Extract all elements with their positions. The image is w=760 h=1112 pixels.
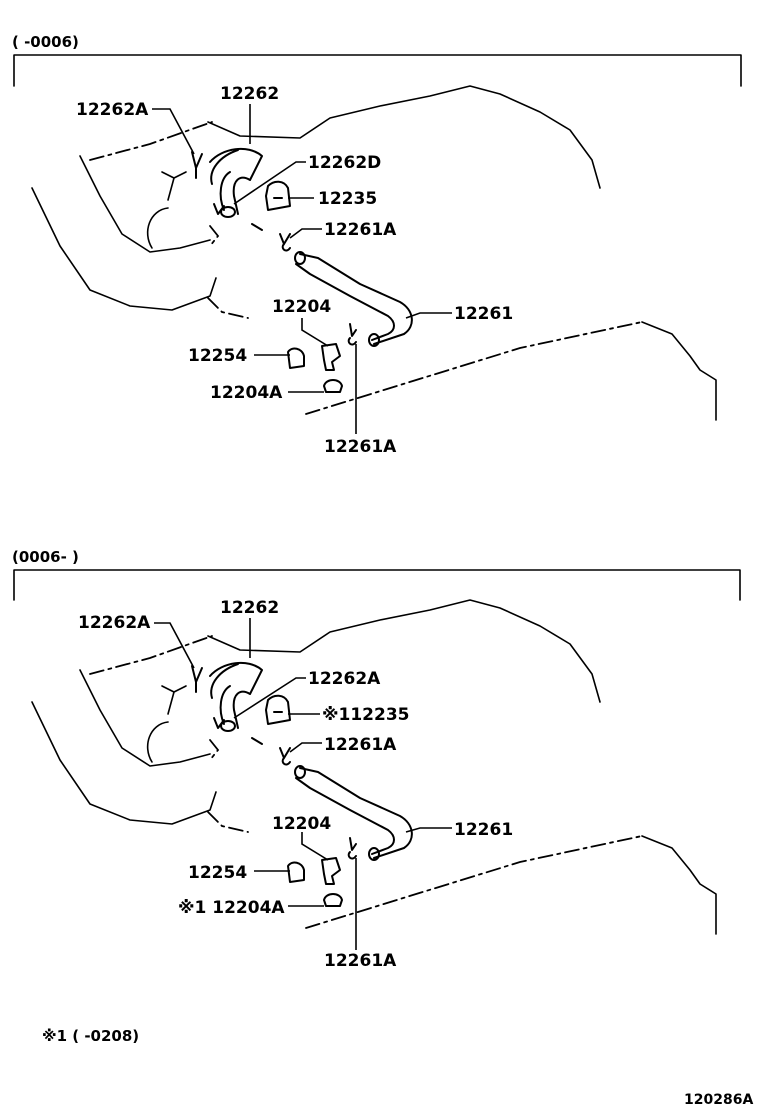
bracket-12235-2	[265, 694, 291, 725]
label-12254-2: 12254	[188, 863, 247, 883]
grommet-12204A-2	[323, 893, 343, 907]
section-1-bracket	[13, 54, 742, 87]
label-12235-2: ※112235	[322, 705, 410, 725]
label-12262A-right-2: 12262A	[308, 669, 381, 689]
clip-12261A-bottom-2	[347, 837, 357, 860]
hose-12262	[209, 147, 263, 218]
label-12261A-bottom: 12261A	[324, 437, 397, 457]
section-2: (0006- )	[12, 548, 741, 971]
footnote: ※1 ( -0208)	[42, 1027, 139, 1045]
engine-outline-2	[31, 599, 717, 935]
section-1-range: ( -0006)	[12, 33, 79, 51]
label-12261: 12261	[454, 304, 513, 324]
clip-12262A-2	[191, 665, 203, 693]
label-12235: 12235	[318, 189, 377, 209]
clip-12261A-top	[251, 223, 291, 252]
hose-12261-2	[294, 765, 413, 861]
section-2-bracket	[13, 569, 741, 601]
clip-12262A-right-2	[213, 717, 225, 729]
label-12262A-2: 12262A	[78, 613, 151, 633]
bracket-12235	[265, 180, 291, 211]
label-12204A: 12204A	[210, 383, 283, 403]
grommet-12254	[287, 347, 305, 369]
label-12254: 12254	[188, 346, 247, 366]
label-12204A-2: ※1 12204A	[178, 898, 285, 918]
valve-12204	[321, 343, 341, 371]
label-12262A: 12262A	[76, 100, 149, 120]
leader-lines-1	[152, 104, 452, 434]
grommet-12254-2	[287, 861, 305, 883]
valve-12204-2	[321, 857, 341, 885]
label-12261A-top-2: 12261A	[324, 735, 397, 755]
hose-12261	[294, 251, 413, 347]
section-2-range: (0006- )	[12, 548, 79, 566]
label-12204-2: 12204	[272, 814, 331, 834]
label-12261A-top: 12261A	[324, 220, 397, 240]
engine-outline	[31, 85, 717, 421]
clip-12262D	[213, 203, 225, 215]
diagram-reference-id: 120286A	[684, 1092, 753, 1108]
grommet-12204A	[323, 379, 343, 393]
clip-12261A-top-2	[251, 737, 291, 766]
label-12261A-bottom-2: 12261A	[324, 951, 397, 971]
clip-12261A-bottom	[347, 323, 357, 346]
label-12262D: 12262D	[308, 153, 381, 173]
hose-12262-2	[209, 661, 263, 732]
label-12262: 12262	[220, 84, 279, 104]
label-12261-2: 12261	[454, 820, 513, 840]
clip-12262A	[191, 151, 203, 179]
label-12204: 12204	[272, 297, 331, 317]
section-1: ( -0006)	[12, 33, 742, 457]
leader-lines-2	[154, 618, 452, 950]
label-12262-2: 12262	[220, 598, 279, 618]
